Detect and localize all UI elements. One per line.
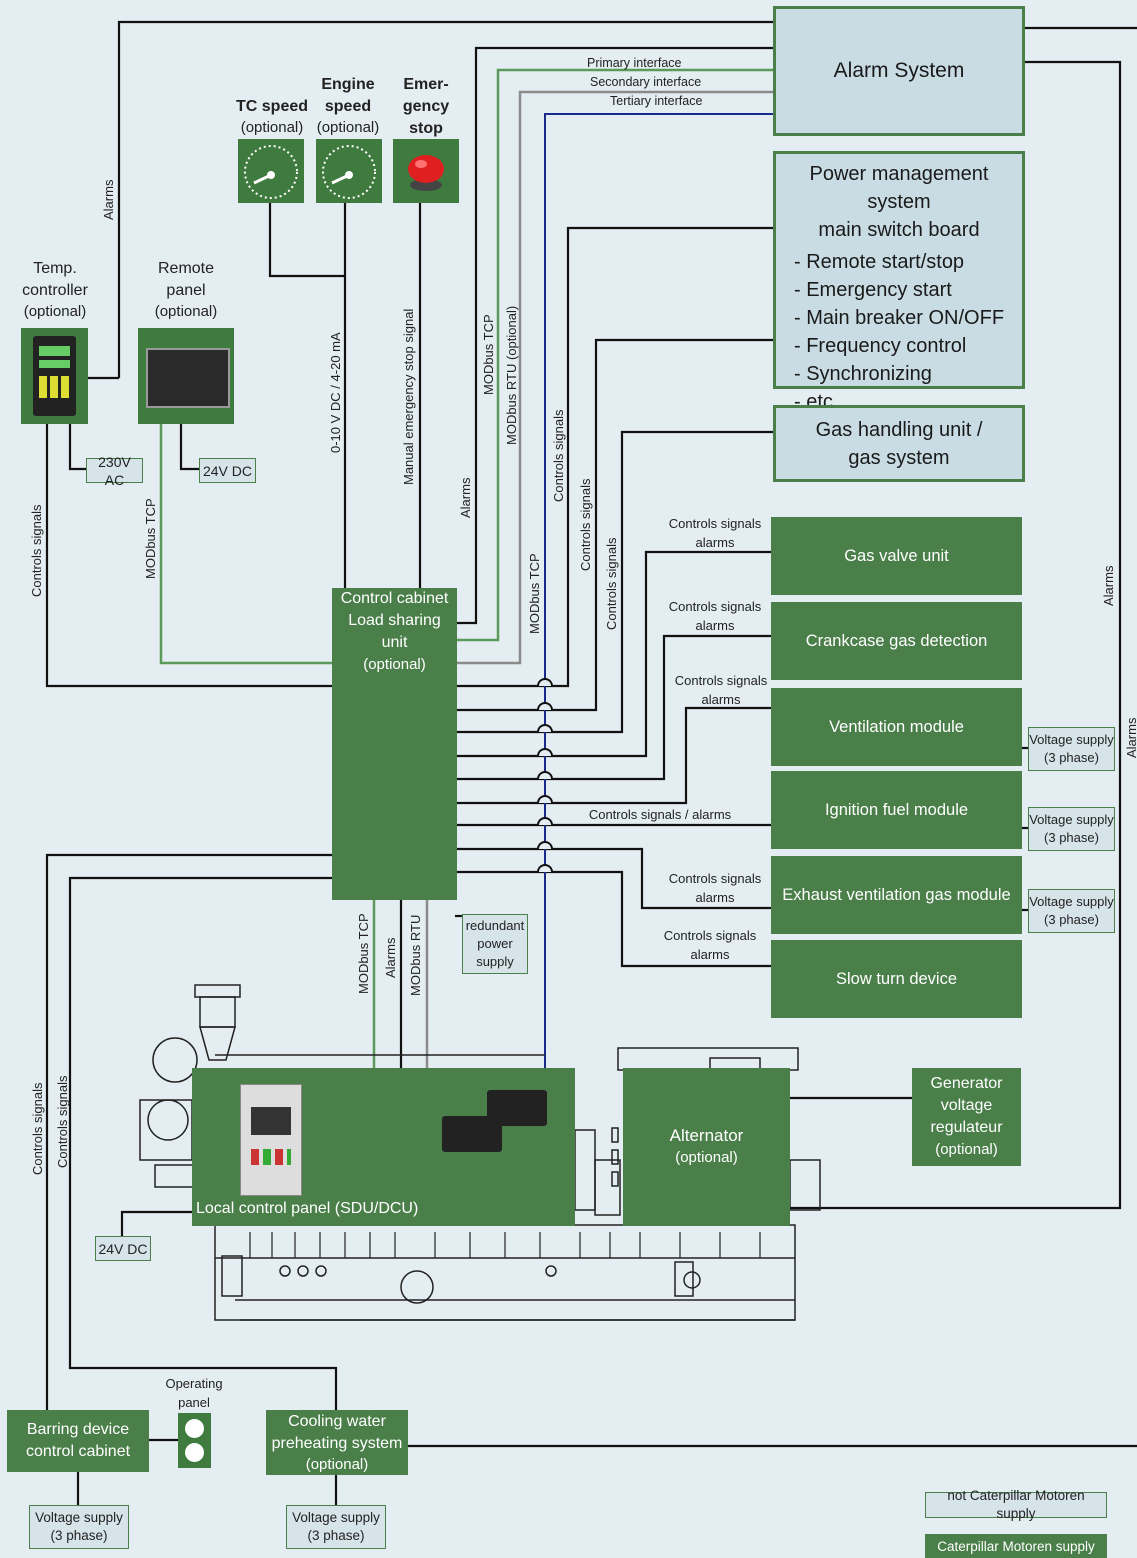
- engine-speed-title: Engine speed: [312, 74, 384, 118]
- temp-controller-optional: (optional): [10, 302, 100, 321]
- module-box: Crankcase gas detection: [771, 602, 1022, 680]
- modbus-tcp-label-engine: MODbus TCP: [356, 913, 371, 994]
- remote-panel-device: [138, 328, 234, 424]
- tertiary-interface-label: Tertiary interface: [610, 92, 702, 111]
- barring-device-box: Barring device control cabinet: [7, 1410, 149, 1472]
- generator-regulator-title: Generator voltage regulateur: [930, 1073, 1002, 1139]
- cooling-water-title: Cooling water preheating system: [272, 1411, 403, 1455]
- legend-supplied: Caterpillar Motoren supply: [925, 1534, 1107, 1558]
- module-box: Gas valve unit: [771, 517, 1022, 595]
- alternator-optional: (optional): [675, 1147, 738, 1169]
- temp-controller-title: Temp. controller: [10, 258, 100, 302]
- legend-not-supplied: not Caterpillar Motoren supply: [925, 1492, 1107, 1518]
- operating-panel-lamp-2: [185, 1443, 204, 1462]
- remote-panel-screen: [146, 348, 230, 408]
- control-cabinet-optional: (optional): [363, 654, 426, 676]
- pms-item-list: - Remote start/stop- Emergency start- Ma…: [780, 248, 1004, 416]
- cooling-water-optional: (optional): [306, 1455, 369, 1475]
- remote-panel-supply: 24V DC: [199, 458, 256, 483]
- operating-panel-label: Operating panel: [160, 1374, 228, 1412]
- module-signal-label: Controls signals alarms: [660, 597, 770, 635]
- pms-title: Power management system main switch boar…: [780, 160, 1018, 244]
- alarm-system-label: Alarm System: [834, 57, 965, 85]
- modbus-rtu-optional-label: MODbus RTU (optional): [504, 306, 519, 445]
- local-control-panel-box: Local control panel (SDU/DCU): [192, 1068, 575, 1226]
- tc-speed-optional: (optional): [236, 118, 308, 137]
- modbus-rtu-label-engine: MODbus RTU: [408, 915, 423, 996]
- modbus-tcp-label-remote: MODbus TCP: [143, 498, 158, 579]
- tc-speed-gauge: [238, 139, 304, 203]
- cooling-water-supply: Voltage supply (3 phase): [286, 1505, 386, 1549]
- pms-item: - Frequency control: [794, 332, 1004, 360]
- alternator-box: Alternator (optional): [623, 1068, 790, 1226]
- primary-interface-label: Primary interface: [587, 54, 681, 73]
- module-signal-label: Controls signals / alarms: [580, 805, 740, 824]
- controls-signals-label-barring: Controls signals: [30, 1083, 45, 1176]
- secondary-interface-label: Secondary interface: [590, 73, 701, 92]
- pms-item: - Main breaker ON/OFF: [794, 304, 1004, 332]
- manual-stop-label: Manual emergency stop signal: [401, 309, 416, 485]
- controls-signals-label-temp: Controls signals: [29, 505, 44, 598]
- module-voltage-supply: Voltage supply (3 phase): [1028, 889, 1115, 933]
- pms-item: - Emergency start: [794, 276, 1004, 304]
- alternator-title: Alternator: [670, 1125, 744, 1147]
- alarms-label-top: Alarms: [101, 180, 116, 220]
- emergency-stop-button[interactable]: [393, 139, 459, 203]
- alarms-label-far-right: Alarms: [1124, 718, 1137, 758]
- engine-speed-gauge: [316, 139, 382, 203]
- temp-controller-display: [33, 336, 76, 416]
- modbus-tcp-label-primary: MODbus TCP: [481, 314, 496, 395]
- tc-speed-title: TC speed: [236, 96, 308, 118]
- pms-item: - Synchronizing: [794, 360, 1004, 388]
- cooling-water-box: Cooling water preheating system (optiona…: [266, 1410, 408, 1475]
- module-signal-label: Controls signals alarms: [660, 869, 770, 907]
- power-management-box: Power management system main switch boar…: [773, 151, 1025, 389]
- emergency-stop-icon: [393, 139, 459, 203]
- modbus-tcp-label-tertiary: MODbus TCP: [527, 553, 542, 634]
- analog-signal-label: 0-10 V DC / 4-20 mA: [328, 332, 343, 453]
- local-panel-device-icon: [240, 1084, 302, 1196]
- module-voltage-supply: Voltage supply (3 phase): [1028, 807, 1115, 851]
- module-signal-label: Controls signals alarms: [660, 514, 770, 552]
- module-box: Ignition fuel module: [771, 771, 1022, 849]
- remote-panel-optional: (optional): [140, 302, 232, 321]
- gas-handling-label: Gas handling unit / gas system: [816, 416, 983, 472]
- controls-signals-label-gas: Controls signals: [604, 538, 619, 631]
- local-panel-label: Local control panel (SDU/DCU): [196, 1200, 418, 1218]
- operating-panel-device: [178, 1413, 211, 1468]
- redundant-power-supply: redundant power supply: [462, 914, 528, 974]
- generator-regulator-optional: (optional): [935, 1139, 998, 1161]
- controls-signals-label-pms2: Controls signals: [578, 479, 593, 572]
- engine-supply: 24V DC: [95, 1236, 151, 1261]
- alarm-system-box: Alarm System: [773, 6, 1025, 136]
- module-box: Ventilation module: [771, 688, 1022, 766]
- control-cabinet-box: Control cabinet Load sharing unit (optio…: [332, 588, 457, 900]
- module-voltage-supply: Voltage supply (3 phase): [1028, 727, 1115, 771]
- control-module-icon-2: [487, 1090, 547, 1126]
- remote-panel-title: Remote panel: [140, 258, 232, 302]
- engine-speed-optional: (optional): [312, 118, 384, 137]
- gas-handling-box: Gas handling unit / gas system: [773, 405, 1025, 482]
- control-cabinet-title: Control cabinet Load sharing unit: [341, 588, 449, 654]
- module-box: Exhaust ventilation gas module: [771, 856, 1022, 934]
- alarms-label-engine: Alarms: [383, 938, 398, 978]
- module-signal-label: Controls signals alarms: [666, 671, 776, 709]
- engine-speed-gauge-icon: [316, 139, 382, 203]
- module-signal-label: Controls signals alarms: [655, 926, 765, 964]
- pms-item: - Remote start/stop: [794, 248, 1004, 276]
- alarms-label-right: Alarms: [1101, 566, 1116, 606]
- controls-signals-label-pms1: Controls signals: [551, 410, 566, 503]
- alarms-label-cabinet: Alarms: [458, 478, 473, 518]
- temp-controller-supply: 230V AC: [86, 458, 143, 483]
- barring-supply: Voltage supply (3 phase): [29, 1505, 129, 1549]
- operating-panel-lamp-1: [185, 1419, 204, 1438]
- generator-regulator-box: Generator voltage regulateur (optional): [912, 1068, 1021, 1166]
- emergency-stop-title: Emer- gency stop: [394, 74, 458, 140]
- temp-controller-device: [21, 328, 88, 424]
- module-box: Slow turn device: [771, 940, 1022, 1018]
- tc-speed-gauge-icon: [238, 139, 304, 203]
- controls-signals-label-cooling: Controls signals: [55, 1076, 70, 1169]
